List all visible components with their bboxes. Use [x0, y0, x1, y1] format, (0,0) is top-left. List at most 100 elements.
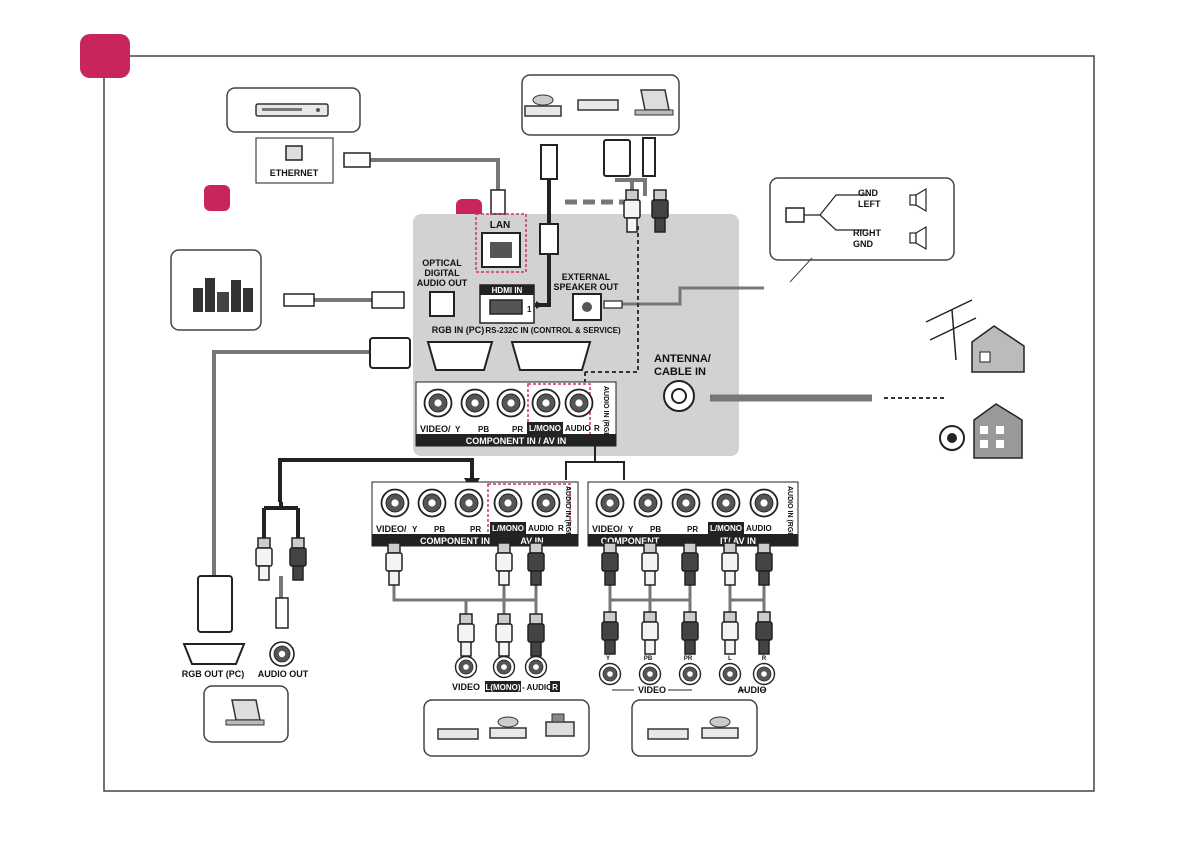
dev-video-jack: [454, 655, 478, 679]
laptop-icon: [225, 699, 265, 726]
avr-plug-r: [755, 542, 773, 586]
left-label: LEFT: [858, 199, 881, 209]
avl-plug-r: [527, 542, 545, 586]
tv-component-bar: [416, 434, 616, 446]
comp-lower-cable: [608, 580, 692, 618]
avr-pr-jack: [671, 488, 701, 518]
speaker-icon: [909, 225, 927, 251]
pc-audio-rca-left: [623, 189, 641, 233]
lan-port-inner: [490, 242, 512, 258]
avr-pb-jack: [633, 488, 663, 518]
dev-r-bg: [550, 681, 560, 692]
avr-pb-label: PB: [650, 525, 661, 534]
avl-dev-plug-r: [527, 613, 545, 657]
dvd-player-icon: [701, 716, 739, 739]
ethernet-cable: [370, 158, 500, 196]
tv-lmono-label: L/MONO: [529, 424, 561, 433]
avr-video-jack: [595, 488, 625, 518]
avl-dev-plug-l: [495, 613, 513, 657]
lan-port-dotted: [475, 213, 527, 273]
antenna-port-inner: [671, 388, 687, 404]
dev-audio-label: - AUDIO: [522, 683, 552, 692]
corner-marker: [80, 34, 130, 78]
pc-audio-rca-right: [651, 189, 669, 233]
dvd-player-icon: [489, 716, 527, 739]
avr-r-jack: [749, 488, 779, 518]
tv-y-label: Y: [455, 425, 461, 434]
avl-lmono-bg: [490, 522, 526, 534]
avl-r-jack: [531, 488, 561, 518]
av-lower-cable: [392, 580, 538, 620]
speaker-callout: [789, 257, 813, 283]
tv-audio-in-rgb-label: AUDIO IN (RGB): [602, 386, 609, 440]
rgb-plug-left: [369, 337, 411, 369]
avl-r-label: R: [558, 524, 564, 533]
avr-lmono-jack: [711, 488, 741, 518]
comp-r-label: R: [762, 656, 767, 662]
antenna-label-1: ANTENNA/: [654, 353, 711, 365]
roof-antenna-icon: [925, 299, 1025, 373]
avl-component-label-b: AV IN: [520, 536, 543, 546]
set-top-box-icon: [437, 728, 479, 740]
comp-l-jack: [718, 662, 742, 686]
audio-rca-left: [255, 537, 273, 581]
lan-plug: [490, 189, 506, 215]
tv-pr-label: PR: [512, 425, 523, 434]
comp-pr-jack: [678, 662, 702, 686]
comp-l-label: L: [728, 656, 732, 662]
avr-lmono-label: L/MONO: [710, 524, 742, 533]
hdmi-label-bar: [480, 285, 534, 295]
avr-component-label-a: COMPONENT: [601, 536, 660, 546]
comp-r-jack: [752, 662, 776, 686]
dev-lmono-bg: [485, 681, 521, 692]
tv-video-jack: [423, 388, 453, 418]
tv-video-y-label: VIDEO/: [420, 424, 451, 434]
hdmi-label: HDMI IN: [492, 286, 523, 295]
optical-label-2: DIGITAL: [424, 268, 460, 278]
audio-plug-top: [642, 137, 656, 177]
ext-speaker-label-2: SPEAKER OUT: [553, 282, 619, 292]
avl-pb-label: PB: [434, 525, 445, 534]
audio-out-label: AUDIO OUT: [258, 669, 309, 679]
dev-r-label: R: [552, 683, 558, 692]
hdmi-plug-top: [540, 144, 558, 180]
gnd2-label: GND: [853, 239, 874, 249]
av-thick-cable: [278, 458, 474, 502]
dev-r-jack: [524, 655, 548, 679]
step-marker-left: [204, 185, 230, 211]
dev-lmono-label: L(MONO): [485, 683, 520, 692]
set-top-box-icon: [577, 99, 619, 111]
avl-video-label: VIDEO/: [376, 524, 407, 534]
avr-plug-pr: [681, 542, 699, 586]
avr-dev-plug-r: [755, 611, 773, 655]
home-theater-speakers-icon: [193, 278, 253, 312]
avr-component-bar: [588, 534, 798, 546]
hdmi-plug-mid: [539, 223, 559, 255]
optical-plug-left: [283, 293, 315, 307]
set-top-box-icon: [255, 103, 329, 117]
tv-lmono-bg: [527, 422, 563, 434]
optical-port: [429, 291, 455, 317]
avl-plug-lmono: [495, 542, 513, 586]
speaker-icon: [909, 187, 927, 213]
speaker-wiring-box: [769, 177, 955, 261]
tv-pb-label: PB: [478, 425, 489, 434]
avr-plug-y: [601, 542, 619, 586]
avl-y-label: Y: [412, 525, 418, 534]
comp-y-label: Y: [606, 656, 610, 662]
optical-plug-right: [371, 291, 405, 309]
avr-dev-plug-y: [601, 611, 619, 655]
avl-component-bar: [372, 534, 578, 546]
avr-plug-l: [721, 542, 739, 586]
avr-video-label: VIDEO/: [592, 524, 623, 534]
rgb-in-port: [426, 341, 494, 371]
tv-pb-jack: [460, 388, 490, 418]
rgb-in-label: RGB IN (PC): [432, 325, 485, 335]
avl-video-jack: [380, 488, 410, 518]
avl-plug-video: [385, 542, 403, 586]
tv-audio-r-jack: [564, 388, 594, 418]
speaker-plug-icon: [785, 207, 805, 223]
audio-out-cable: [262, 502, 300, 540]
avr-audio-in-rgb-label: AUDIO IN (RGB): [786, 486, 793, 540]
